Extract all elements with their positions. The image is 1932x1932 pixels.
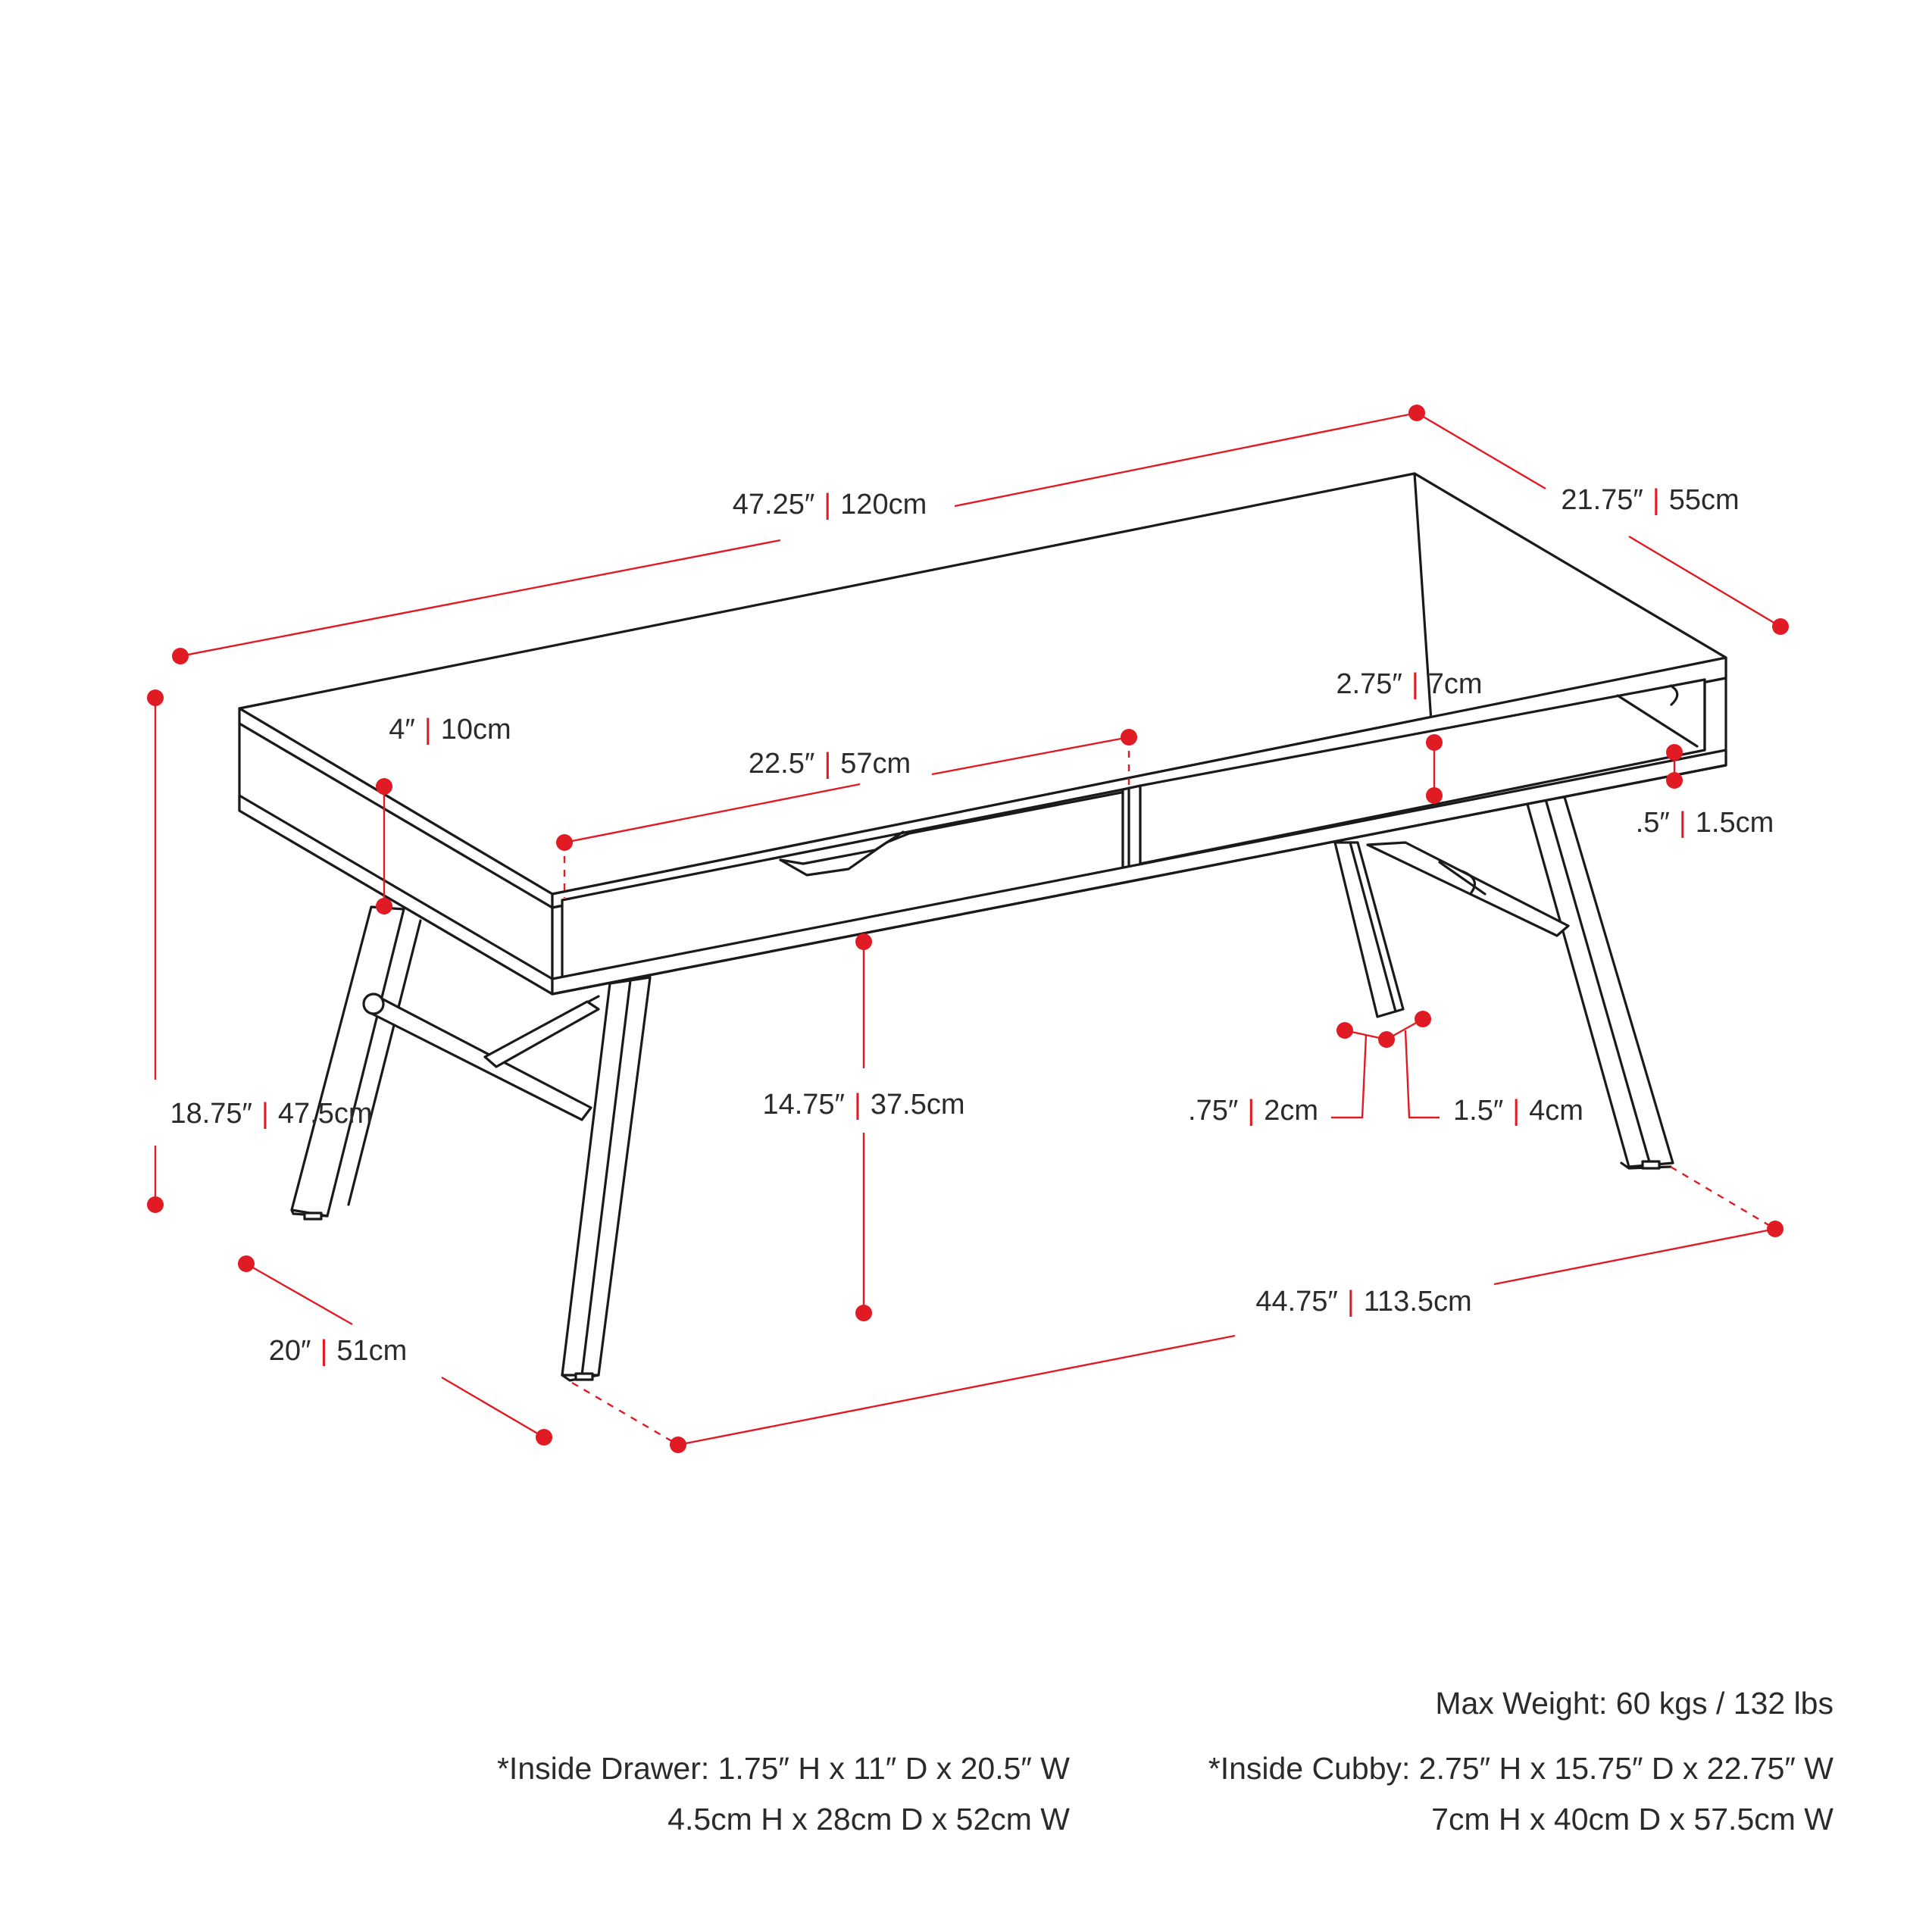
inside-drawer-note-line1: *Inside Drawer: 1.75″ H x 11″ D x 20.5″ … xyxy=(497,1751,1070,1786)
label-drawer-width: 22.5″ | 57cm xyxy=(749,748,911,780)
label-top-depth: 21.75″ | 55cm xyxy=(1561,484,1739,516)
label-leg-width: 1.5″ | 4cm xyxy=(1453,1095,1583,1127)
label-base-depth: 20″ | 51cm xyxy=(269,1335,408,1367)
dimension-lines xyxy=(147,405,1789,1453)
label-top-length: 47.25″ | 120cm xyxy=(733,489,927,521)
label-leg-thickness: .75″ | 2cm xyxy=(1188,1095,1318,1127)
inside-drawer-note-line2: 4.5cm H x 28cm D x 52cm W xyxy=(667,1802,1070,1837)
label-base-length: 44.75″ | 113.5cm xyxy=(1255,1286,1471,1318)
dimension-labels: 47.25″ | 120cm 21.75″ | 55cm 4″ | 10cm 2… xyxy=(170,484,1774,1367)
max-weight-note: Max Weight: 60 kgs / 132 lbs xyxy=(1435,1686,1834,1721)
label-clearance-height: 14.75″ | 37.5cm xyxy=(762,1089,964,1121)
label-shelf-thickness: .5″ | 1.5cm xyxy=(1636,807,1774,839)
inside-cubby-note-line2: 7cm H x 40cm D x 57.5cm W xyxy=(1431,1802,1834,1837)
desk-front-center-leg xyxy=(561,976,652,1382)
desk-illustration xyxy=(238,472,1727,1382)
label-total-height: 18.75″ | 47.5cm xyxy=(170,1098,372,1130)
desk-front-left-leg xyxy=(290,905,600,1221)
label-apron-height: 4″ | 10cm xyxy=(389,714,511,746)
label-cubby-height: 2.75″ | 7cm xyxy=(1336,668,1482,700)
desk-back-legs xyxy=(1333,796,1674,1170)
spec-notes: Max Weight: 60 kgs / 132 lbs *Inside Dra… xyxy=(497,1686,1834,1837)
drawer-pull xyxy=(779,791,1123,877)
inside-cubby-note-line1: *Inside Cubby: 2.75″ H x 15.75″ D x 22.7… xyxy=(1208,1751,1834,1786)
